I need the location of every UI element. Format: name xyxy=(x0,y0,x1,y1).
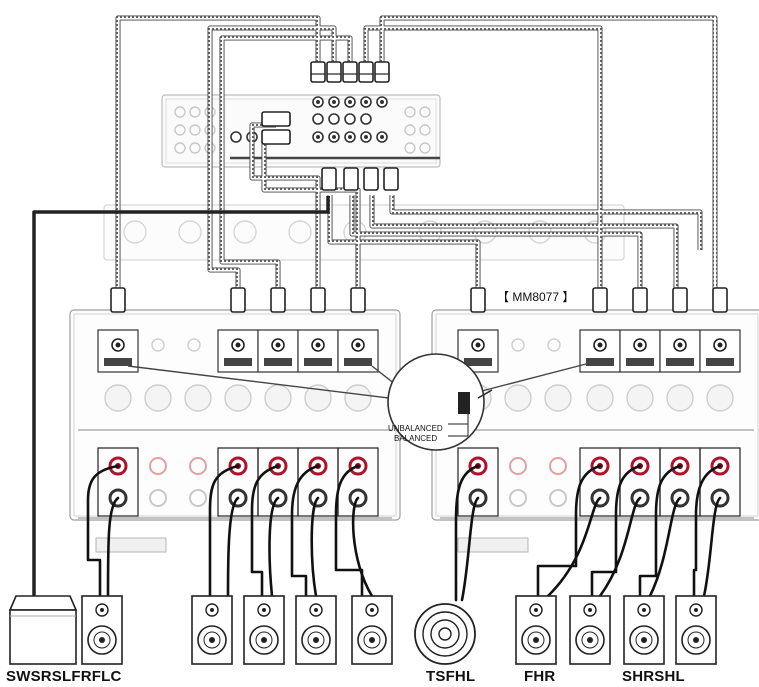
balanced-switch-callout xyxy=(127,353,587,451)
switch-label-balanced: BALANCED xyxy=(394,434,438,443)
speaker-fhr xyxy=(569,595,611,665)
rca-cable-bundle xyxy=(115,15,718,290)
speaker-label-ts: TSFHL xyxy=(426,668,476,685)
switch-label-unbalanced: UNBALANCED xyxy=(388,424,443,433)
subwoofer-cable xyxy=(32,196,330,598)
speaker-ts-ceiling xyxy=(414,603,476,665)
speaker-fhl xyxy=(515,595,557,665)
speaker-c xyxy=(351,595,393,665)
speaker-label-right-group: SHRSHL xyxy=(622,668,685,685)
speaker-sr xyxy=(81,595,123,665)
speaker-shr xyxy=(623,595,665,665)
speaker-label-fhr: FHR xyxy=(524,668,556,685)
subwoofer xyxy=(8,595,78,665)
rca-plugs-amp-inputs xyxy=(110,287,728,313)
speaker-shl xyxy=(675,595,717,665)
speaker-fl xyxy=(295,595,337,665)
speaker-wires xyxy=(86,464,722,602)
rca-plugs-top xyxy=(261,61,399,191)
speaker-label-left-group: SWSRSLFRFLC xyxy=(6,668,122,685)
power-amplifier-right xyxy=(431,309,759,553)
model-label: 【 MM8077 】 xyxy=(497,290,575,304)
power-amplifier-left xyxy=(69,309,401,553)
speaker-fr xyxy=(243,595,285,665)
speaker-sl xyxy=(191,595,233,665)
